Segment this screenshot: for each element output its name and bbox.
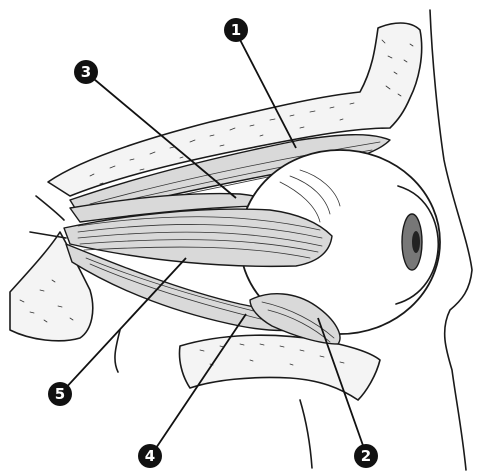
marker-3-label: 3: [81, 63, 91, 81]
marker-2-label: 2: [361, 447, 371, 465]
marker-3: 3: [74, 60, 98, 84]
orbital-floor-bone: [10, 232, 93, 341]
marker-1: 1: [224, 18, 248, 42]
leader-line-4: [152, 314, 246, 454]
marker-4-label: 4: [145, 447, 155, 465]
marker-5-label: 5: [55, 385, 65, 403]
marker-5: 5: [48, 382, 72, 406]
pupil: [412, 231, 420, 253]
marker-4: 4: [138, 444, 162, 468]
marker-1-label: 1: [231, 21, 241, 39]
marker-2: 2: [354, 444, 378, 468]
